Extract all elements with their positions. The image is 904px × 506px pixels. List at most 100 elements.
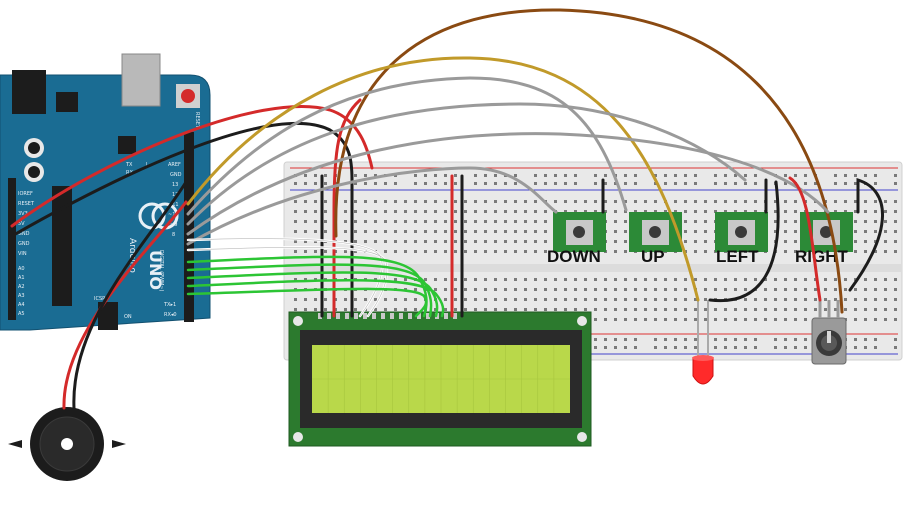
digital-label: DIGITAL (PWM~) [158, 250, 164, 292]
breadboard-hole [434, 308, 437, 311]
breadboard-hole [314, 240, 317, 243]
breadboard-hole [714, 318, 717, 321]
breadboard-hole [534, 200, 537, 203]
breadboard-hole [764, 288, 767, 291]
breadboard-hole [864, 174, 867, 177]
button-left[interactable] [715, 212, 768, 252]
breadboard-hole [454, 288, 457, 291]
breadboard-hole [404, 200, 407, 203]
breadboard-hole [354, 210, 357, 213]
breadboard-hole [714, 278, 717, 281]
breadboard-hole [744, 182, 747, 185]
breadboard-hole [694, 250, 697, 253]
pin-label-12: 12 [172, 192, 178, 198]
breadboard-hole [894, 210, 897, 213]
breadboard-hole [514, 308, 517, 311]
breadboard-hole [804, 182, 807, 185]
breadboard-hole [414, 174, 417, 177]
breadboard-hole [584, 210, 587, 213]
breadboard-hole [544, 230, 547, 233]
wire-green-2 [186, 263, 433, 318]
breadboard-hole [504, 240, 507, 243]
breadboard-hole [434, 230, 437, 233]
breadboard-hole [864, 308, 867, 311]
breadboard-hole [794, 338, 797, 341]
breadboard-hole [644, 278, 647, 281]
breadboard-hole [804, 174, 807, 177]
breadboard-hole [624, 182, 627, 185]
breadboard-hole [854, 346, 857, 349]
breadboard-hole [564, 182, 567, 185]
breadboard-hole [434, 220, 437, 223]
breadboard-hole [774, 210, 777, 213]
breadboard-hole [394, 250, 397, 253]
breadboard-hole [874, 250, 877, 253]
breadboard-hole [764, 298, 767, 301]
breadboard-hole [424, 182, 427, 185]
breadboard-hole [784, 210, 787, 213]
potentiometer[interactable] [811, 300, 847, 365]
breadboard-hole [534, 210, 537, 213]
breadboard-hole [594, 318, 597, 321]
breadboard-hole [604, 288, 607, 291]
breadboard-hole [644, 288, 647, 291]
breadboard-hole [454, 182, 457, 185]
breadboard-hole [464, 220, 467, 223]
breadboard-hole [794, 220, 797, 223]
pin-label-a1: A1 [18, 275, 25, 281]
pin-label-gnd: GND [18, 231, 30, 237]
breadboard-hole [534, 278, 537, 281]
breadboard-hole [394, 230, 397, 233]
breadboard-hole [414, 288, 417, 291]
button-up[interactable] [629, 212, 682, 252]
breadboard-hole [394, 308, 397, 311]
breadboard-hole [414, 250, 417, 253]
breadboard-hole [804, 288, 807, 291]
breadboard-hole [414, 200, 417, 203]
breadboard-hole [754, 338, 757, 341]
breadboard-hole [324, 220, 327, 223]
pin-label-9: ~9 [170, 222, 177, 228]
breadboard-hole [624, 230, 627, 233]
breadboard-hole [664, 288, 667, 291]
breadboard-hole [874, 338, 877, 341]
breadboard-hole [694, 346, 697, 349]
breadboard-hole [774, 230, 777, 233]
breadboard-hole [664, 182, 667, 185]
breadboard-hole [304, 230, 307, 233]
breadboard-hole [794, 288, 797, 291]
breadboard-hole [864, 220, 867, 223]
button-down[interactable] [553, 212, 606, 252]
breadboard-hole [714, 210, 717, 213]
breadboard-hole [574, 308, 577, 311]
breadboard-hole [664, 174, 667, 177]
breadboard-hole [384, 200, 387, 203]
breadboard-hole [374, 308, 377, 311]
breadboard-hole [834, 278, 837, 281]
breadboard-hole [594, 338, 597, 341]
breadboard-hole [844, 210, 847, 213]
pin-label-3v3: 3V3 [18, 211, 28, 217]
board-model: UNO [146, 250, 165, 290]
breadboard-hole [484, 210, 487, 213]
breadboard-hole [354, 298, 357, 301]
breadboard-hole [854, 318, 857, 321]
pin-label-aref: AREF [168, 162, 181, 168]
breadboard-hole [854, 250, 857, 253]
breadboard-hole [384, 298, 387, 301]
breadboard-hole [364, 210, 367, 213]
breadboard-hole [594, 174, 597, 177]
breadboard-hole [364, 230, 367, 233]
breadboard-hole [774, 298, 777, 301]
breadboard-hole [524, 210, 527, 213]
breadboard-hole [374, 210, 377, 213]
lcd-pin [345, 313, 349, 319]
breadboard-hole [474, 240, 477, 243]
breadboard-hole [484, 278, 487, 281]
breadboard-hole [634, 278, 637, 281]
pin-label-vin: VIN [18, 251, 27, 257]
breadboard-hole [444, 308, 447, 311]
button-left-label: LEFT [716, 247, 759, 266]
breadboard-hole [394, 278, 397, 281]
lcd-pin [453, 313, 457, 319]
